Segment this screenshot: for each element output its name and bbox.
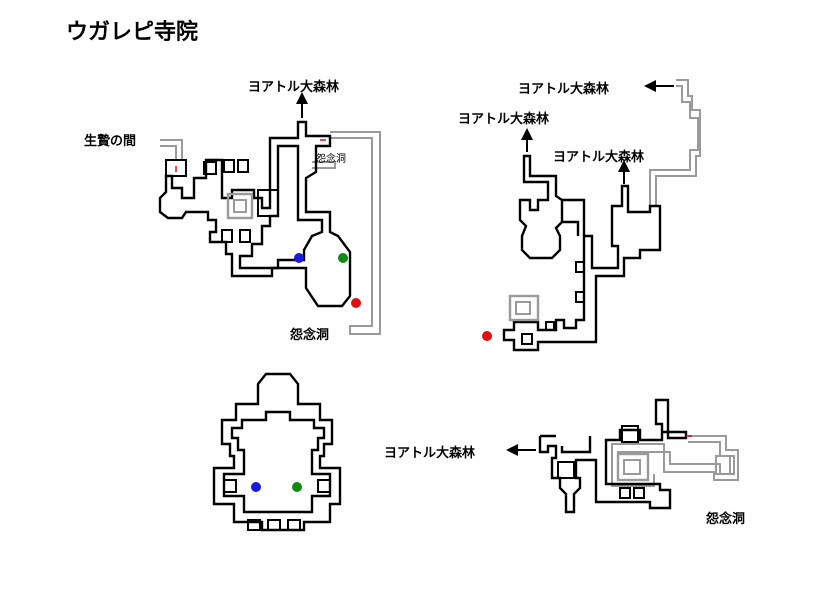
grey-room-2: [508, 294, 540, 322]
marker-green-3: [292, 482, 302, 492]
wall-map2-main: [518, 154, 564, 260]
label-forest-map1: ヨアトル大森林: [248, 80, 340, 95]
wall-map1-inner: [238, 144, 324, 270]
label-forest-map2-b: ヨアトル大森林: [458, 112, 550, 127]
marker-blue-3: [251, 482, 261, 492]
page-title: ウガレピ寺院: [66, 20, 199, 45]
label-grudge-cave-map1: 怨念洞: [290, 328, 330, 343]
sacrifice-room: [165, 159, 187, 177]
grey-room-center: [226, 192, 254, 220]
marker-red-2: [482, 331, 492, 341]
marker-green-1: [338, 253, 348, 263]
wall-map2-left-branch: [562, 198, 586, 236]
label-grudge-cave-map4: 怨念洞: [706, 512, 746, 527]
wall-map3-inner: [222, 410, 332, 514]
grey-route-2: [649, 79, 701, 206]
wall-map4-main: [538, 398, 688, 514]
marker-red-1: [351, 298, 361, 308]
label-forest-map2-a: ヨアトル大森林: [518, 82, 610, 97]
label-forest-map4: ヨアトル大森林: [384, 446, 476, 461]
label-sacrifice-room: 生贄の間: [84, 134, 137, 149]
map-area-4: [506, 398, 739, 514]
grey-route-1b: [312, 161, 336, 169]
label-grudge-cave-small: 怨念洞: [316, 154, 346, 165]
map-area-1: [158, 92, 381, 335]
grey-route-1: [330, 131, 381, 335]
map-area-3: [212, 372, 342, 532]
grey-route-sacrifice: [160, 139, 183, 160]
marker-blue-1: [294, 253, 304, 263]
wall-map3-outer: [212, 372, 342, 532]
map-area-2: [502, 79, 701, 352]
wall-map2-corridor: [502, 184, 662, 352]
label-forest-map2-c: ヨアトル大森林: [553, 150, 645, 165]
grey-room-4: [616, 452, 650, 482]
